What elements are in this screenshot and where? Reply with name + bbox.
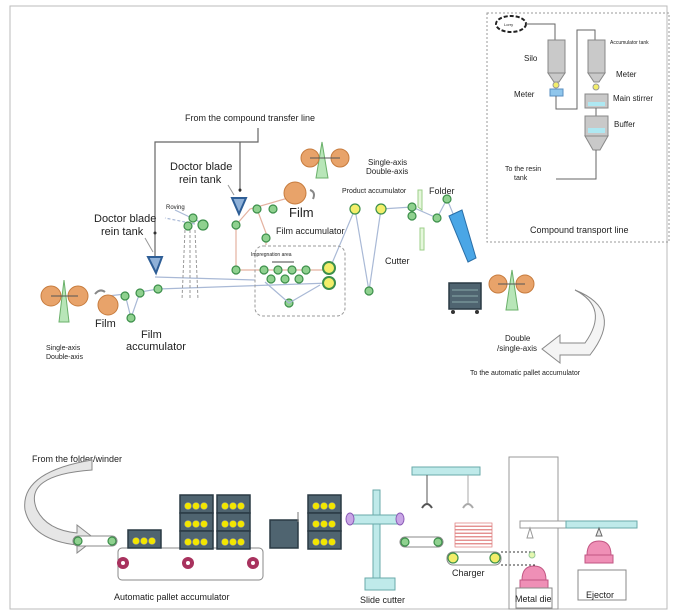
pallet-cart bbox=[448, 282, 482, 314]
label-impregnation-area: Impregnation area bbox=[251, 252, 292, 258]
sheet bbox=[454, 526, 493, 530]
guide-rollers bbox=[120, 194, 452, 323]
label-film-accumulator-upper: Film accumulator bbox=[276, 226, 345, 236]
cutter bbox=[417, 189, 425, 251]
left-reel-stand bbox=[40, 279, 119, 323]
pallet-box bbox=[127, 529, 162, 549]
label-film-left: Film bbox=[95, 318, 116, 330]
label-from-folder: From the folder/winder bbox=[32, 454, 122, 464]
label-metal-die: Metal die bbox=[515, 594, 552, 604]
ejector bbox=[577, 526, 627, 601]
pallet-box bbox=[179, 530, 214, 550]
film-roll-upper bbox=[283, 181, 307, 205]
label-slide-cutter: Slide cutter bbox=[360, 595, 405, 605]
pallet-accumulator bbox=[72, 494, 264, 581]
pallet-box bbox=[179, 512, 214, 532]
label-film-upper: Film bbox=[289, 205, 314, 220]
impregnation-area: Impregnation area bbox=[251, 245, 346, 317]
label-buffer: Buffer bbox=[614, 120, 636, 129]
sheet bbox=[454, 529, 493, 534]
label-axis-right: Double/single-axis bbox=[497, 334, 537, 353]
sheet bbox=[454, 540, 493, 544]
label-roving: Roving bbox=[166, 205, 185, 211]
pallet-box bbox=[307, 494, 342, 514]
pallet-box bbox=[216, 494, 251, 514]
label-charger: Charger bbox=[452, 568, 485, 578]
folder-funnel-icon bbox=[448, 209, 477, 263]
compound-transport-inset: Lorry Silo Meter Accumulator tank Meter … bbox=[486, 12, 670, 243]
sheet bbox=[454, 533, 493, 537]
pallet-box bbox=[307, 530, 342, 550]
metal-die bbox=[508, 456, 638, 610]
label-compound-transfer-line: From the compound transfer line bbox=[185, 113, 315, 123]
label-folder: Folder bbox=[429, 186, 455, 196]
doctor-blade-tank-2-icon bbox=[230, 197, 248, 217]
slide-cutter bbox=[345, 489, 405, 591]
return-arrow-icon bbox=[541, 289, 605, 365]
label-pallet-accumulator: Automatic pallet accumulator bbox=[114, 592, 230, 602]
pallet-box bbox=[179, 494, 214, 514]
label-ejector: Ejector bbox=[586, 590, 614, 600]
label-lorry: Lorry bbox=[504, 22, 513, 27]
upper-reel-stand bbox=[300, 141, 350, 179]
label-meter-left: Meter bbox=[514, 90, 535, 99]
sheet bbox=[454, 543, 493, 548]
pallet-box bbox=[216, 530, 251, 550]
doctor-blade-tank-1-icon bbox=[146, 256, 164, 276]
pallet-box bbox=[307, 512, 342, 532]
pallet-box-empty bbox=[269, 519, 299, 549]
label-product-accumulator: Product accumulator bbox=[342, 188, 407, 195]
label-meter-right: Meter bbox=[616, 70, 637, 79]
outer-frame bbox=[9, 5, 668, 610]
charger bbox=[399, 466, 535, 566]
pallet-box bbox=[216, 512, 251, 532]
film-roll-left bbox=[97, 294, 119, 316]
label-to-pallet-accumulator: To the automatic pallet accumulator bbox=[470, 370, 581, 377]
label-compound-transport-line: Compound transport line bbox=[530, 225, 629, 235]
label-silo: Silo bbox=[524, 54, 538, 63]
label-accumulator-tank: Accumulator tank bbox=[610, 40, 649, 46]
incoming-arrow-icon bbox=[24, 459, 96, 555]
label-cutter: Cutter bbox=[385, 256, 410, 266]
sheet bbox=[454, 522, 493, 527]
label-main-stirrer: Main stirrer bbox=[613, 94, 653, 103]
compound-feed-lines: From the compound transfer line bbox=[153, 113, 315, 257]
sheet bbox=[454, 536, 493, 541]
right-reel-stand bbox=[488, 269, 535, 311]
